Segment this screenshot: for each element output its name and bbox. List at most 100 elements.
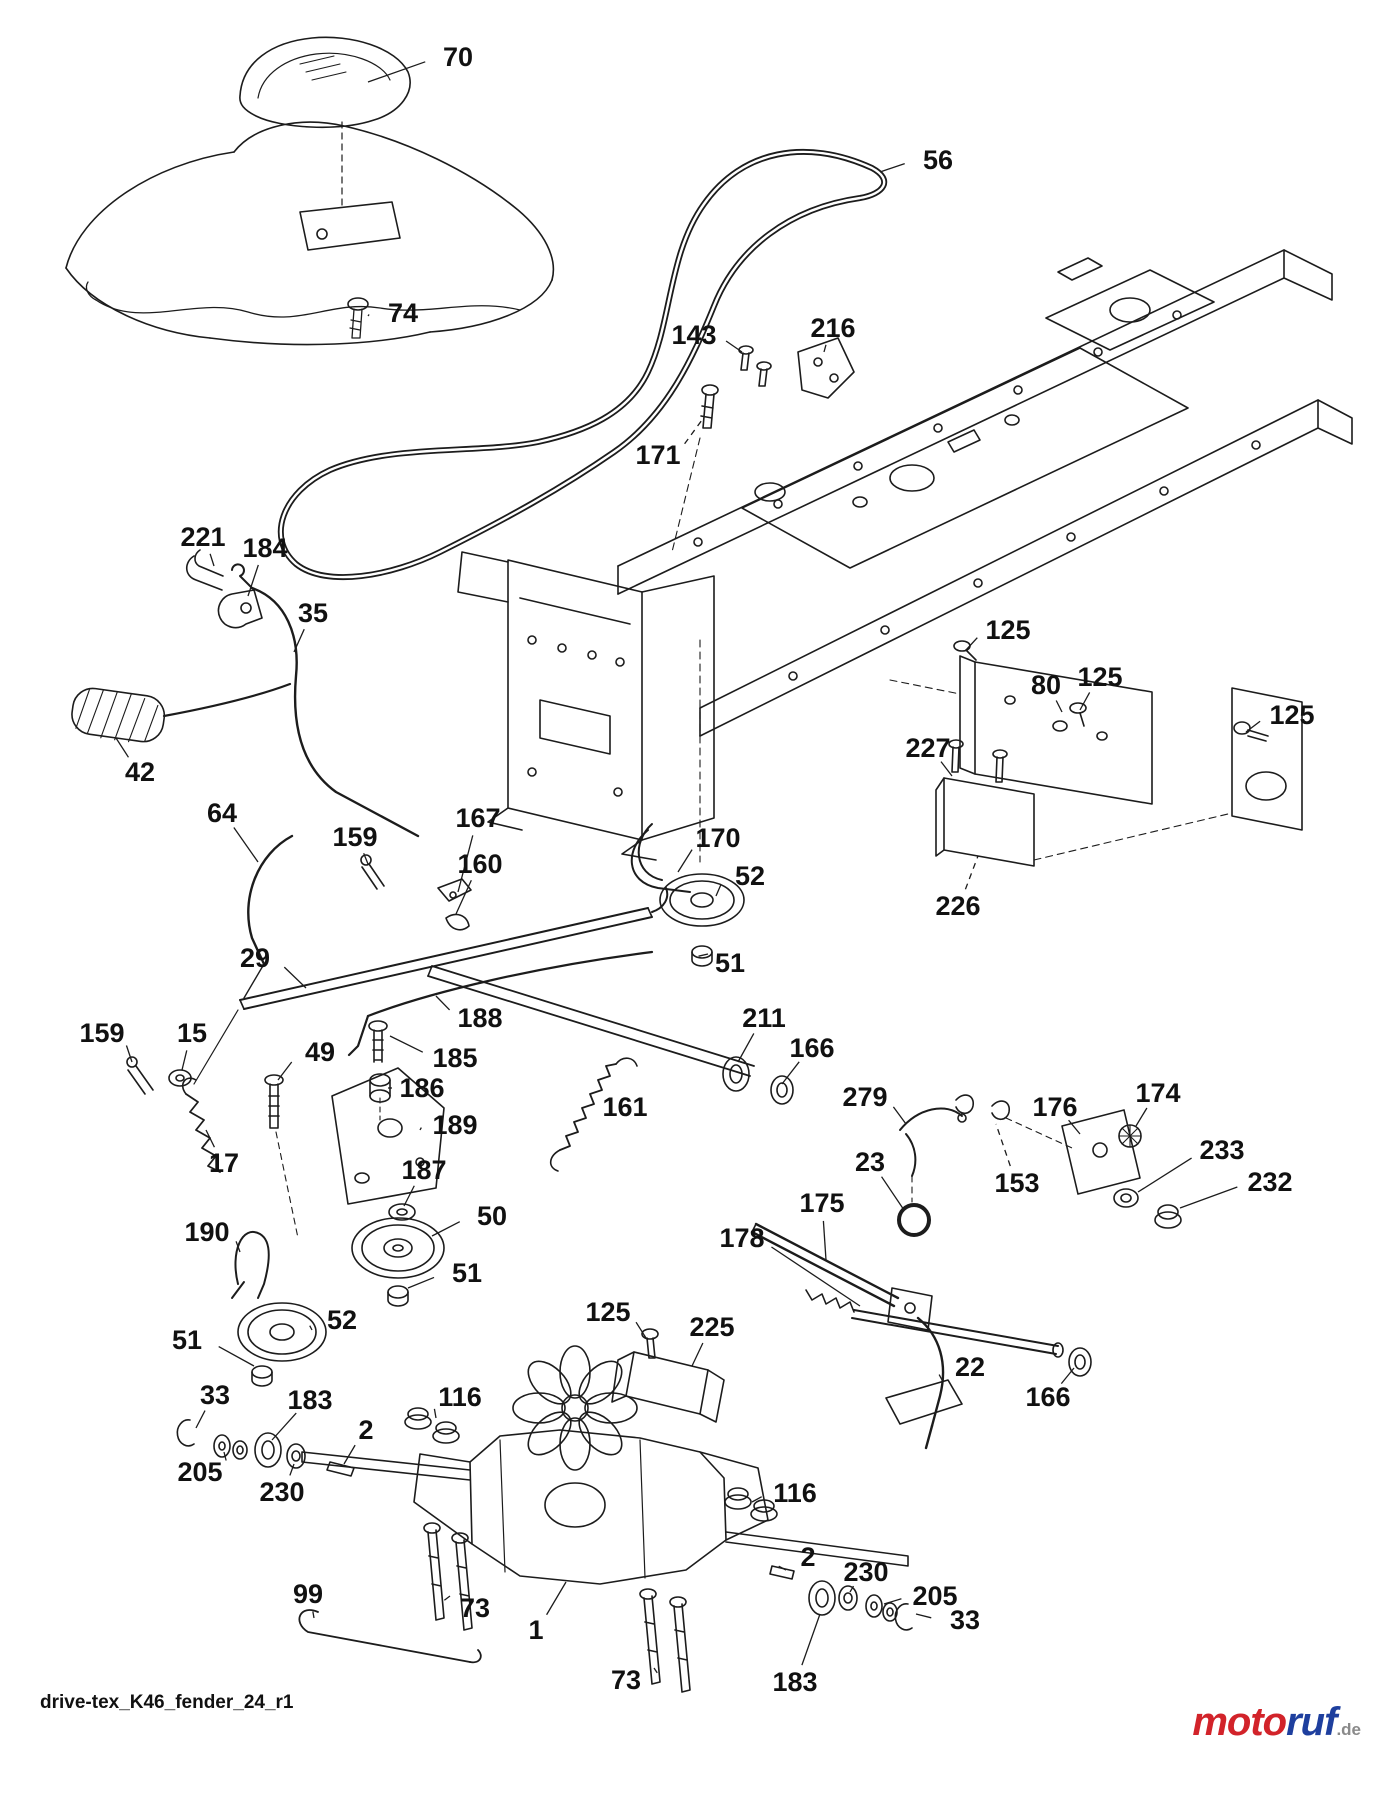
part-number-22: 22 — [955, 1352, 985, 1382]
leader-line — [209, 553, 215, 567]
part-number-159: 159 — [332, 822, 377, 852]
drawing-code: drive-tex_K46_fender_24_r1 — [40, 1692, 294, 1713]
leader-line — [293, 628, 305, 653]
logo-tld: .de — [1336, 1720, 1361, 1739]
leader-line — [233, 827, 259, 863]
part-number-49: 49 — [305, 1037, 335, 1067]
leader-line — [1068, 1119, 1081, 1135]
leader-line — [283, 966, 307, 989]
leader-line — [771, 1246, 861, 1307]
part-number-205: 205 — [912, 1581, 957, 1611]
part-number-205: 205 — [177, 1457, 222, 1487]
leader-line — [223, 1451, 227, 1461]
leader-line — [965, 637, 978, 651]
part-number-159: 159 — [79, 1018, 124, 1048]
leader-line — [343, 1444, 356, 1465]
part-number-99: 99 — [293, 1579, 323, 1609]
part-number-15: 15 — [177, 1018, 207, 1048]
part-number-80: 80 — [1031, 670, 1061, 700]
leader-line — [205, 1129, 216, 1148]
part-number-232: 232 — [1247, 1167, 1292, 1197]
leader-line — [277, 1061, 293, 1081]
leader-line — [849, 1585, 855, 1593]
leader-line — [235, 1241, 241, 1253]
part-number-23: 23 — [855, 1147, 885, 1177]
frame-hardware — [700, 337, 855, 429]
leader-line — [1079, 692, 1091, 711]
leader-line — [435, 995, 451, 1011]
leader-line — [389, 1035, 424, 1053]
part-number-166: 166 — [1025, 1382, 1070, 1412]
part-number-143: 143 — [671, 320, 716, 350]
leader-lines — [115, 61, 1261, 1674]
support-brackets — [889, 640, 1303, 867]
leader-line — [940, 761, 953, 777]
leader-line — [677, 849, 693, 873]
leader-line — [546, 1581, 567, 1616]
part-number-186: 186 — [399, 1073, 444, 1103]
leader-line — [684, 419, 703, 445]
leader-line — [635, 1321, 647, 1339]
leader-line — [715, 884, 722, 897]
leader-line — [737, 1033, 755, 1063]
part-number-64: 64 — [207, 798, 237, 828]
fender-and-cover — [65, 36, 555, 346]
part-number-161: 161 — [602, 1092, 647, 1122]
part-number-1: 1 — [528, 1615, 543, 1645]
part-number-221: 221 — [180, 522, 225, 552]
part-number-225: 225 — [689, 1312, 734, 1342]
part-number-167: 167 — [455, 803, 500, 833]
part-number-183: 183 — [772, 1667, 817, 1697]
part-number-29: 29 — [240, 943, 270, 973]
part-number-230: 230 — [259, 1477, 304, 1507]
leader-line — [725, 340, 743, 353]
leader-line — [590, 1103, 595, 1106]
part-number-233: 233 — [1199, 1135, 1244, 1165]
part-number-185: 185 — [432, 1043, 477, 1073]
part-number-166: 166 — [789, 1033, 834, 1063]
leader-line — [822, 1220, 827, 1261]
leader-line — [367, 314, 370, 317]
part-number-70: 70 — [443, 42, 473, 72]
part-number-190: 190 — [184, 1217, 229, 1247]
leader-line — [433, 1408, 437, 1419]
leader-line — [653, 1667, 658, 1674]
chassis-frame — [457, 249, 1353, 863]
leader-line — [698, 953, 709, 957]
part-number-160: 160 — [457, 849, 502, 879]
leader-line — [915, 1613, 932, 1619]
leader-line — [218, 1345, 255, 1367]
leader-line — [181, 1050, 188, 1071]
part-number-17: 17 — [209, 1148, 239, 1178]
control-lever-group — [71, 549, 472, 966]
part-number-52: 52 — [327, 1305, 357, 1335]
part-number-230: 230 — [843, 1557, 888, 1587]
part-number-125: 125 — [1077, 662, 1122, 692]
leader-line — [778, 1565, 787, 1571]
part-number-50: 50 — [477, 1201, 507, 1231]
leader-line — [312, 1611, 315, 1619]
part-number-125: 125 — [985, 615, 1030, 645]
leader-line — [801, 1613, 821, 1666]
leader-line — [883, 1598, 902, 1605]
part-number-116: 116 — [773, 1478, 817, 1508]
part-number-35: 35 — [298, 598, 328, 628]
leader-line — [457, 835, 474, 893]
leader-line — [751, 1496, 763, 1503]
part-number-52: 52 — [735, 861, 765, 891]
part-number-42: 42 — [125, 757, 155, 787]
motoruf-logo[interactable]: motoruf.de — [1192, 1700, 1361, 1745]
leader-line — [289, 1463, 295, 1476]
leader-line — [691, 1342, 704, 1367]
leader-line — [964, 855, 979, 890]
part-number-51: 51 — [715, 948, 745, 978]
leader-line — [431, 1221, 461, 1237]
leader-line — [1135, 1107, 1148, 1127]
shift-linkage — [126, 823, 794, 1387]
part-number-116: 116 — [438, 1382, 482, 1412]
leader-line — [1060, 1367, 1075, 1385]
part-number-184: 184 — [242, 533, 287, 563]
part-number-125: 125 — [1269, 700, 1314, 730]
leader-line — [367, 61, 426, 83]
